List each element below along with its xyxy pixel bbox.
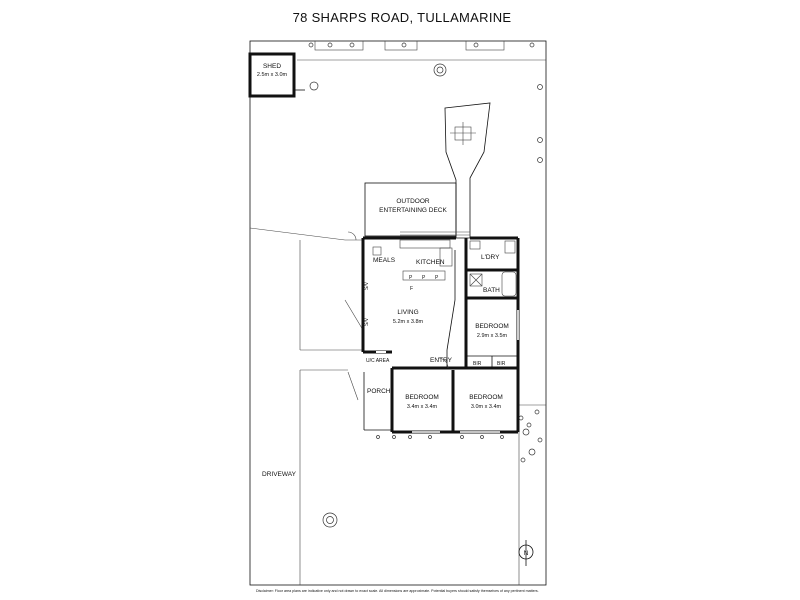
sv-marker-1: S/V (364, 281, 370, 290)
pantry-marker-3: P (435, 275, 439, 281)
house-walls (347, 231, 520, 434)
living-dims: 5.2m x 3.8m (393, 319, 424, 325)
bedroom1-dims: 2.9m x 3.5m (477, 333, 508, 339)
kitchen-label: KITCHEN (416, 259, 445, 266)
bedroom3-dims: 3.0m x 3.4m (471, 404, 502, 410)
bath-label: BATH (483, 287, 500, 294)
pantry-marker-2: P (422, 275, 426, 281)
bbq-table-icon (450, 122, 476, 145)
driveway-label: DRIVEWAY (262, 471, 297, 478)
outdoor-label-2: ENTERTAINING DECK (379, 207, 447, 214)
side-fences (249, 227, 546, 585)
pantry-marker-1: P (409, 275, 413, 281)
garden-bed-front (376, 435, 504, 439)
paved-path (444, 102, 491, 239)
bedroom1-label: BEDROOM (475, 323, 509, 330)
bedroom2-label: BEDROOM (405, 394, 439, 401)
entry-label: ENTRY (430, 357, 453, 364)
bedroom2-dims: 3.4m x 3.4m (407, 404, 438, 410)
meals-label: MEALS (373, 257, 396, 264)
porch-label: PORCH (367, 388, 391, 395)
sv-marker-2: S/V (364, 317, 370, 326)
fridge-marker: F (410, 286, 413, 292)
tree-icons (309, 63, 543, 528)
disclaimer-text: Disclaimer: Floor area plans are indicat… (256, 589, 539, 593)
plan-title: 78 SHARPS ROAD, TULLAMARINE (293, 10, 512, 25)
bir-marker-1: BIR (473, 361, 482, 367)
shed: SHED 2.5m x 3.0m (248, 52, 305, 98)
bedroom3-label: BEDROOM (469, 394, 503, 401)
outdoor-label-1: OUTDOOR (396, 198, 430, 205)
north-compass-icon: N (518, 540, 534, 566)
living-label: LIVING (397, 309, 418, 316)
compass-label: N (524, 550, 529, 557)
bir-marker-2: BIR (497, 361, 506, 367)
outdoor-deck: OUTDOOR ENTERTAINING DECK (364, 182, 470, 237)
shed-dims: 2.5m x 3.0m (257, 72, 288, 78)
top-garden-beds (297, 40, 546, 61)
shed-label: SHED (263, 63, 281, 70)
uc-area-label: U/C AREA (366, 358, 390, 364)
laundry-label: L'DRY (481, 254, 500, 261)
